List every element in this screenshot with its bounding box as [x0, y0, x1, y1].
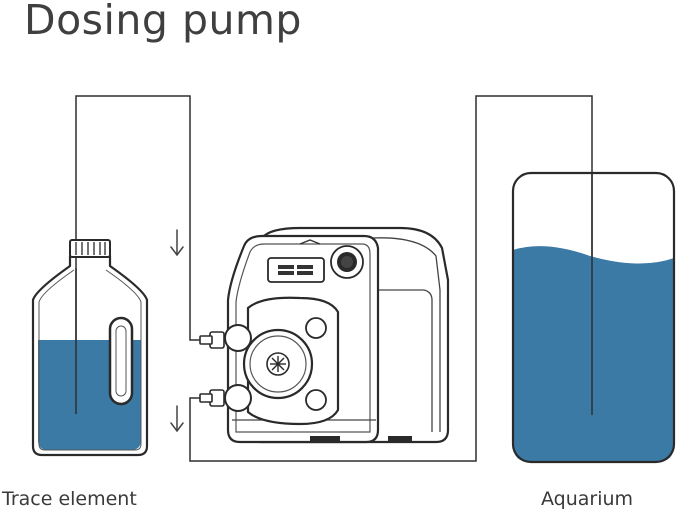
trace-element-label: Trace element: [2, 488, 137, 510]
flow-arrows: [170, 229, 184, 433]
aquarium-water: [513, 246, 674, 462]
tubing: [75, 95, 593, 462]
aquarium-label: Aquarium: [541, 488, 634, 510]
dosing-pump-unit: [199, 226, 450, 444]
pump-display: [267, 257, 325, 283]
intake-tube: [75, 95, 214, 414]
inlet-connector: [199, 331, 225, 349]
control-knob-icon: [330, 245, 364, 279]
aquarium-tank: [511, 171, 676, 464]
page-title: Dosing pump: [24, 0, 302, 44]
arrow-down-icon: [170, 229, 184, 257]
bottle-handle: [108, 316, 134, 406]
outlet-tube: [189, 95, 593, 462]
outlet-connector: [199, 389, 225, 407]
arrow-down-icon: [170, 405, 184, 433]
trace-element-bottle: [31, 239, 149, 457]
